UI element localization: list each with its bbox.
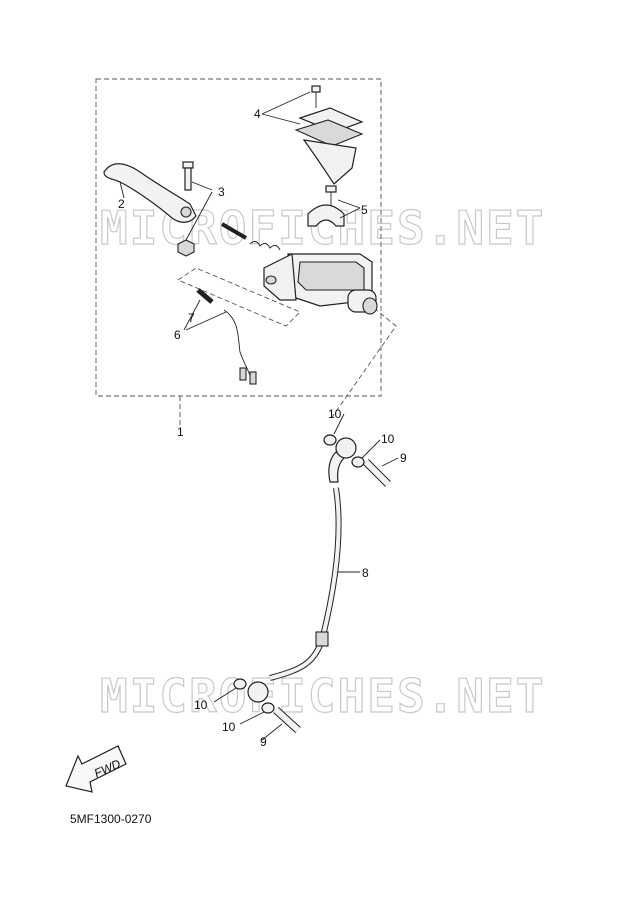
brake-hose bbox=[247, 437, 357, 703]
callout-10-bottom-a: 10 bbox=[194, 698, 208, 712]
callout-7: 7 bbox=[188, 311, 195, 325]
callout-10-bottom-b: 10 bbox=[222, 720, 236, 734]
callout-9-top: 9 bbox=[400, 451, 407, 465]
holder-clamp bbox=[307, 185, 345, 227]
diagram-code: 5MF1300-0270 bbox=[70, 812, 152, 826]
union-bolt-bottom bbox=[273, 707, 301, 733]
brake-switch bbox=[196, 288, 257, 385]
callout-1: 1 bbox=[177, 425, 184, 439]
push-rod bbox=[220, 222, 281, 251]
forward-arrow: FWD bbox=[65, 745, 127, 793]
callout-3: 3 bbox=[218, 185, 225, 199]
connector-dashed bbox=[329, 307, 397, 421]
callout-10-top-b: 10 bbox=[381, 432, 395, 446]
callout-10-top-a: 10 bbox=[328, 407, 342, 421]
callout-4: 4 bbox=[254, 107, 261, 121]
master-cylinder bbox=[263, 253, 378, 315]
switch-subgroup bbox=[177, 267, 301, 327]
callout-9-bottom: 9 bbox=[260, 735, 267, 749]
callout-8: 8 bbox=[362, 566, 369, 580]
callout-2: 2 bbox=[118, 197, 125, 211]
washer-1 bbox=[323, 434, 337, 446]
callout-6: 6 bbox=[174, 328, 181, 342]
brake-lever bbox=[103, 163, 197, 223]
reservoir-cap bbox=[294, 85, 364, 185]
leader-lines bbox=[119, 91, 399, 741]
pivot-bolt bbox=[177, 161, 195, 257]
washer-3 bbox=[233, 678, 247, 690]
watermark-bottom: MICROFICHES.NET bbox=[100, 669, 545, 723]
union-bolt-top bbox=[363, 459, 391, 487]
callout-5: 5 bbox=[361, 203, 368, 217]
washer-4 bbox=[261, 702, 275, 714]
washer-2 bbox=[351, 456, 365, 468]
assembly-boundary bbox=[95, 78, 382, 397]
